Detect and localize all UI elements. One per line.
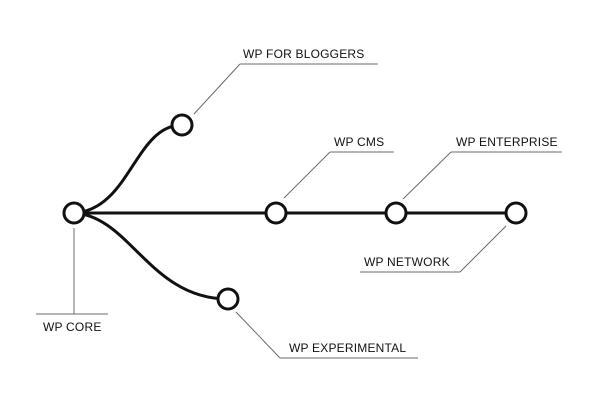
- node-cms: [264, 201, 288, 225]
- branches: [72, 123, 518, 301]
- label-core: WP CORE: [43, 320, 102, 334]
- branch-to-bloggers: [72, 123, 184, 215]
- node-bloggers: [170, 113, 194, 137]
- leader-lines: [36, 63, 562, 359]
- label-network: WP NETWORK: [364, 255, 450, 269]
- leader-line-cms-diagonal: [283, 151, 331, 199]
- label-experimental: WP EXPERIMENTAL: [289, 341, 406, 355]
- node-enterprise: [384, 201, 408, 225]
- node-network: [504, 201, 528, 225]
- leader-line-enterprise-diagonal: [402, 151, 452, 200]
- leader-line-bloggers-diagonal: [193, 63, 241, 115]
- label-bloggers: WP FOR BLOGGERS: [243, 47, 364, 61]
- leader-line-experimental-diagonal: [235, 311, 281, 359]
- label-cms: WP CMS: [334, 135, 384, 149]
- leader-line-network-diagonal: [459, 225, 507, 273]
- node-experimental: [216, 287, 240, 311]
- node-core: [62, 201, 86, 225]
- labels: WP CORE WP FOR BLOGGERS WP CMS WP ENTERP…: [43, 47, 558, 355]
- branch-to-experimental: [72, 211, 230, 301]
- label-enterprise: WP ENTERPRISE: [456, 135, 558, 149]
- nodes: [62, 113, 528, 311]
